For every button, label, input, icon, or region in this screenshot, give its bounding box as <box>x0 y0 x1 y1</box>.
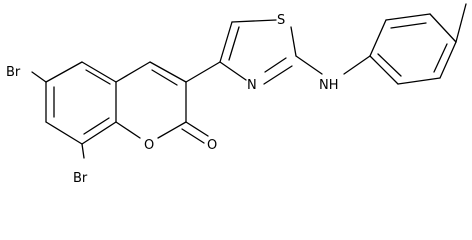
carbonyl-oxygen-label: O <box>207 138 217 153</box>
bond-tolyl-inner-3 <box>377 53 402 77</box>
atom-labels: Br Br O O S N NH <box>6 13 339 186</box>
bond-thiazole-1 <box>219 21 233 63</box>
bond-amine-left <box>295 55 323 75</box>
bond-thiazole-5 <box>219 61 247 81</box>
bond-thiazole-inner <box>228 26 240 61</box>
bond-tolyl-4 <box>439 41 457 79</box>
bond-benzene-5 <box>45 121 83 145</box>
bond-tolyl-5 <box>397 77 441 85</box>
bromine-label-upper: Br <box>6 65 21 80</box>
bond-lines <box>31 3 467 159</box>
bond-thiazole-2 <box>231 19 277 23</box>
bond-thiazole-cn-double <box>264 57 287 73</box>
bond-pyranone-1 <box>115 61 151 83</box>
bond-thiazole-4 <box>263 65 293 85</box>
bond-benzene-inner-1 <box>85 69 111 85</box>
ring-oxygen-label: O <box>144 138 154 153</box>
bond-tolyl-2 <box>385 13 431 21</box>
bond-tolyl-3 <box>429 13 457 43</box>
bond-tolyl-inner-1 <box>390 22 427 29</box>
bond-benzene-1 <box>45 61 83 83</box>
bond-amine-right <box>343 55 371 75</box>
bond-carbonyl-2 <box>181 128 205 144</box>
bond-pyranone-5 <box>115 121 141 139</box>
chemical-structure-diagram: Br Br O O S N NH <box>6 3 467 186</box>
bond-tolyl-inner-2 <box>433 43 448 73</box>
bromine-label-lower: Br <box>73 171 88 186</box>
bond-br-lower <box>81 143 85 159</box>
bond-pyranone-inner <box>151 69 178 86</box>
bond-methyl <box>455 3 467 43</box>
thiazole-nitrogen-label: N <box>247 78 257 93</box>
bond-pyranone-4 <box>157 121 187 139</box>
bond-benzene-2 <box>81 61 117 83</box>
bond-pyranone-2 <box>149 61 187 83</box>
bond-benzene-inner-2 <box>83 117 110 135</box>
bond-link-thiazole <box>185 61 221 83</box>
bond-carbonyl-1 <box>185 121 209 137</box>
amine-label: NH <box>319 78 339 93</box>
bond-br-upper <box>31 71 47 83</box>
sulfur-label: S <box>277 13 285 28</box>
bond-thiazole-3 <box>290 26 297 57</box>
bond-benzene-4 <box>81 121 117 145</box>
bond-tolyl-6 <box>369 55 399 85</box>
bond-tolyl-1 <box>369 19 387 57</box>
